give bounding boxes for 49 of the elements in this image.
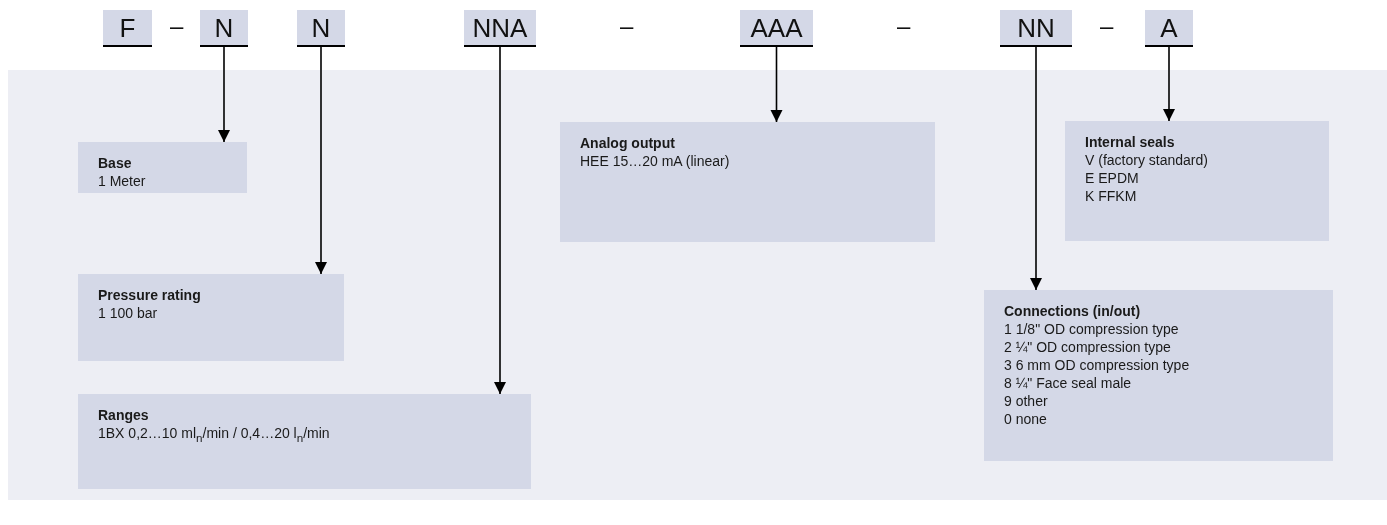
- option-line: 1 1/8" OD compression type: [1004, 320, 1179, 338]
- option-heading: Pressure rating: [98, 286, 201, 304]
- option-line: 1BX 0,2…10 ml$_{n}$/min / 0,4…20 l$_{n}$/min: [98, 424, 330, 446]
- option-heading: Ranges: [98, 406, 149, 424]
- option-box: [78, 394, 531, 489]
- option-line: 9 other: [1004, 392, 1048, 410]
- separator-dash: –: [620, 14, 634, 38]
- arrow: [315, 46, 327, 275]
- arrow: [1030, 46, 1042, 291]
- code-letter: A: [1160, 12, 1178, 45]
- code-field: [1000, 10, 1072, 47]
- option-line: 1 Meter: [98, 172, 146, 190]
- code-field: [200, 10, 248, 47]
- code-letter: N: [311, 12, 331, 45]
- code-field: [740, 10, 813, 47]
- option-box: [78, 142, 247, 193]
- option-box: [1065, 121, 1329, 241]
- option-line: V (factory standard): [1085, 151, 1208, 169]
- option-heading: Connections (in/out): [1004, 302, 1141, 320]
- option-line: 3 6 mm OD compression type: [1004, 356, 1190, 374]
- option-line: K FFKM: [1085, 187, 1137, 205]
- option-heading: Internal seals: [1085, 133, 1175, 151]
- code-letter: NNA: [472, 12, 528, 45]
- option-heading: Base: [98, 154, 132, 172]
- option-box: [984, 290, 1333, 461]
- option-box: [560, 122, 935, 242]
- code-field: [103, 10, 152, 47]
- separator-dash: –: [897, 14, 911, 38]
- option-heading: Analog output: [580, 134, 675, 152]
- option-line: HEE 15…20 mA (linear): [580, 152, 730, 170]
- code-field: [297, 10, 345, 47]
- option-line: 8 ¼" Face seal male: [1004, 374, 1132, 392]
- option-line: 2 ¼" OD compression type: [1004, 338, 1171, 356]
- arrow: [494, 46, 506, 395]
- option-box: [78, 274, 344, 361]
- option-line: E EPDM: [1085, 169, 1139, 187]
- separator-dash: –: [1100, 14, 1114, 38]
- code-letter: AAA: [750, 12, 803, 45]
- separator-dash: –: [170, 14, 184, 38]
- option-line: 1 100 bar: [98, 304, 158, 322]
- code-letter: N: [214, 12, 234, 45]
- arrow: [1163, 46, 1175, 122]
- code-letter: NN: [1017, 12, 1055, 45]
- arrow: [218, 46, 230, 143]
- code-letter: F: [119, 12, 136, 45]
- arrow: [770, 46, 783, 123]
- option-line: 0 none: [1004, 410, 1047, 428]
- code-field: [464, 10, 536, 47]
- code-field: [1145, 10, 1193, 47]
